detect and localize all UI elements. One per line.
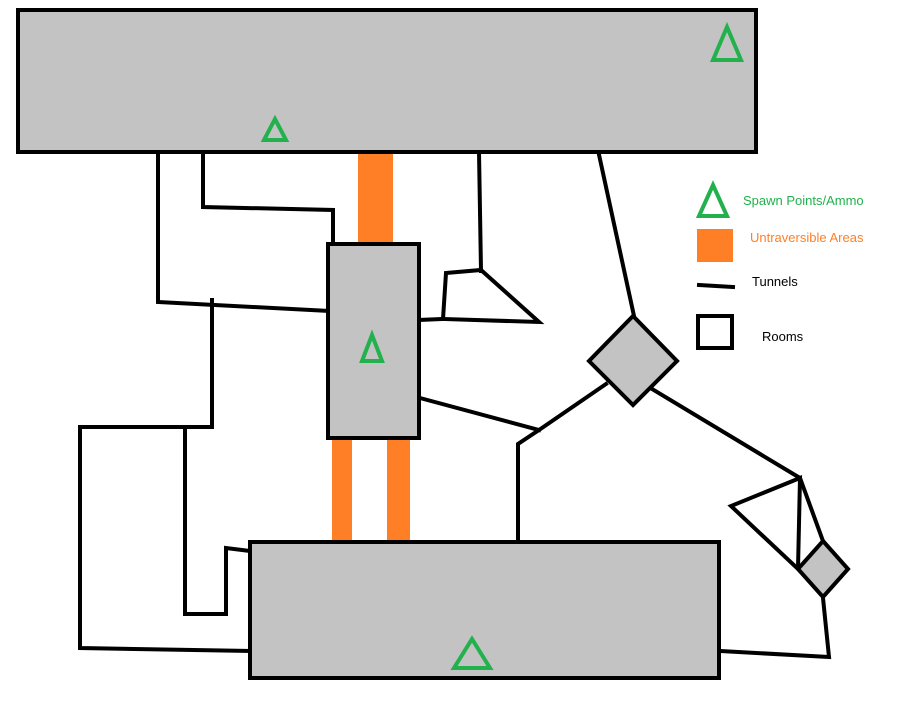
tunnel-top-to-triangle xyxy=(476,149,484,274)
tunnel-east-loop xyxy=(727,475,803,574)
legend-room-icon xyxy=(696,314,734,350)
legend-spawn-icon xyxy=(695,180,731,218)
tunnel-triangle-loop xyxy=(440,267,545,325)
legend-untraversible-icon xyxy=(697,229,733,262)
room-south xyxy=(248,540,721,680)
room-north xyxy=(16,8,758,154)
tunnel-left-loop-outer xyxy=(78,425,253,654)
spawn-point-south xyxy=(450,635,494,670)
legend: Spawn Points/Ammo Untraversible Areas Tu… xyxy=(695,180,864,350)
legend-rooms-label: Rooms xyxy=(762,329,804,344)
spawn-point-north-west xyxy=(260,114,290,142)
legend-tunnel-icon xyxy=(696,282,736,290)
untraversible-area-south-right xyxy=(387,436,410,542)
spawn-point-center xyxy=(359,329,385,363)
tunnel-middle-room-stub xyxy=(415,316,446,323)
untraversible-area-north xyxy=(358,152,393,245)
tunnel-top-to-diamond xyxy=(595,147,637,319)
rooms xyxy=(16,8,851,680)
tunnel-left-loop-inner xyxy=(183,298,253,616)
tunnel-top-left-outer xyxy=(156,150,333,314)
tunnels xyxy=(78,147,832,660)
tunnel-small-diamond-to-bottom xyxy=(717,595,832,660)
spawn-point-north-east xyxy=(709,21,745,62)
untraversible-area-south-left xyxy=(332,436,352,542)
tunnel-middle-room-east xyxy=(417,395,542,433)
untraversible-areas xyxy=(332,152,410,542)
tunnel-top-left-inner xyxy=(201,148,335,246)
legend-spawn-label: Spawn Points/Ammo xyxy=(743,193,864,208)
spawn-points xyxy=(260,21,745,670)
room-diamond-east xyxy=(586,313,680,408)
room-diamond-small xyxy=(795,537,851,601)
legend-untraversible-label: Untraversible Areas xyxy=(750,230,864,245)
tunnel-diamond-to-bottom xyxy=(516,381,609,547)
legend-tunnels-label: Tunnels xyxy=(752,274,798,289)
